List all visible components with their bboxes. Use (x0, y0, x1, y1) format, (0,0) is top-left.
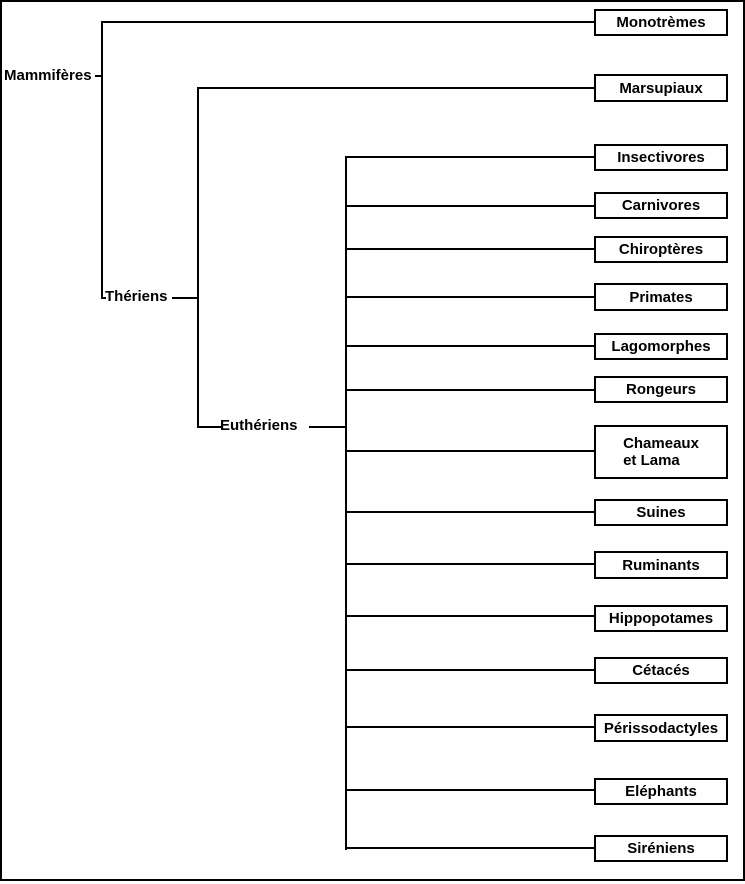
branch-hippopotames (345, 615, 595, 617)
leaf-box-primates: Primates (594, 283, 728, 311)
leaf-label-carnivores: Carnivores (621, 197, 701, 214)
leaf-box-rongeurs: Rongeurs (594, 376, 728, 403)
node-label-mammiferes: Mammifères (4, 67, 92, 84)
tree-trunk-mammiferes (101, 21, 103, 299)
leaf-label-perissodactyles: Périssodactyles (603, 719, 719, 737)
node-label-theriens: Thériens (105, 288, 168, 305)
branch-monotremes (101, 21, 595, 23)
leaf-box-hippopotames: Hippopotames (594, 605, 728, 632)
leaf-label-lagomorphes: Lagomorphes (611, 338, 711, 355)
leaf-box-elephants: Eléphants (594, 778, 728, 805)
leaf-label-ruminants: Ruminants (622, 556, 700, 574)
leaf-label-elephants: Eléphants (625, 783, 697, 800)
branch-rongeurs (345, 389, 595, 391)
leaf-label-sireniens: Siréniens (627, 840, 695, 857)
branch-marsupiaux (197, 87, 595, 89)
branch-primates (345, 296, 595, 298)
leaf-label-chiropteres: Chiroptères (618, 241, 704, 258)
leaf-box-lagomorphes: Lagomorphes (594, 333, 728, 360)
branch-chiropteres (345, 248, 595, 250)
branch-suines (345, 511, 595, 513)
connector-theriens-trunk (172, 297, 199, 299)
leaf-box-insectivores: Insectivores (594, 144, 728, 171)
branch-chameaux-et-lama (345, 450, 595, 452)
leaf-label-hippopotames: Hippopotames (608, 610, 714, 627)
leaf-box-chiropteres: Chiroptères (594, 236, 728, 263)
leaf-label-insectivores: Insectivores (617, 149, 705, 166)
branch-ruminants (345, 563, 595, 565)
leaf-box-suines: Suines (594, 499, 728, 526)
branch-carnivores (345, 205, 595, 207)
leaf-label-monotremes: Monotrèmes (616, 14, 706, 31)
leaf-box-sireniens: Siréniens (594, 835, 728, 862)
tree-trunk-theriens (197, 87, 199, 428)
connector-eutheriens-trunk (309, 426, 347, 428)
leaf-label-primates: Primates (629, 288, 693, 306)
branch-lagomorphes (345, 345, 595, 347)
leaf-box-cetaces: Cétacés (594, 657, 728, 684)
leaf-label-chameaux-et-lama: Chameaux et Lama (623, 435, 699, 469)
connector-mammiferes-trunk (95, 75, 103, 77)
branch-elephants (345, 789, 595, 791)
connector-trunk-eutheriens (197, 426, 221, 428)
leaf-label-suines: Suines (636, 504, 686, 521)
branch-sireniens (345, 847, 595, 849)
leaf-box-carnivores: Carnivores (594, 192, 728, 219)
leaf-label-marsupiaux: Marsupiaux (619, 79, 703, 97)
leaf-box-ruminants: Ruminants (594, 551, 728, 579)
tree-trunk-eutheriens (345, 156, 347, 850)
leaf-box-chameaux-et-lama: Chameaux et Lama (594, 425, 728, 479)
branch-cetaces (345, 669, 595, 671)
leaf-box-marsupiaux: Marsupiaux (594, 74, 728, 102)
node-label-eutheriens: Euthériens (220, 417, 298, 434)
connector-trunk-theriens (101, 297, 106, 299)
branch-perissodactyles (345, 726, 595, 728)
leaf-label-cetaces: Cétacés (632, 662, 690, 679)
leaf-box-perissodactyles: Périssodactyles (594, 714, 728, 742)
leaf-label-rongeurs: Rongeurs (625, 381, 696, 398)
branch-insectivores (345, 156, 595, 158)
leaf-box-monotremes: Monotrèmes (594, 9, 728, 36)
